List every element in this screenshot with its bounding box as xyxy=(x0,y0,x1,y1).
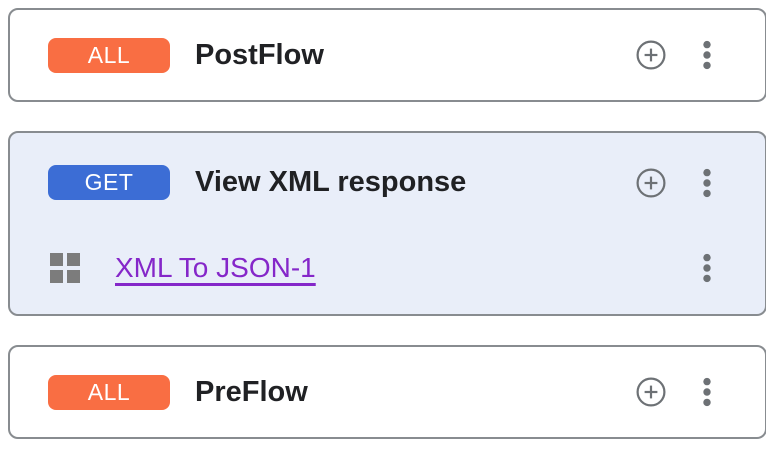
more-vert-icon xyxy=(692,377,722,407)
flow-menu-button[interactable] xyxy=(692,377,722,407)
flows-panel: ALL PostFlow xyxy=(8,8,766,439)
flow-title: PostFlow xyxy=(195,38,324,71)
more-vert-icon xyxy=(692,40,722,70)
method-badge: ALL xyxy=(48,374,170,410)
add-circle-icon xyxy=(636,40,666,70)
more-vert-icon xyxy=(692,253,722,283)
flow-menu-button[interactable] xyxy=(692,40,722,70)
method-badge: ALL xyxy=(48,37,170,73)
add-policy-button[interactable] xyxy=(636,168,666,198)
flow-title: PreFlow xyxy=(195,375,308,408)
flow-header: ALL PreFlow xyxy=(10,374,765,410)
add-policy-button[interactable] xyxy=(636,40,666,70)
more-vert-icon xyxy=(692,168,722,198)
grid-handle-icon[interactable] xyxy=(50,253,80,283)
flow-menu-button[interactable] xyxy=(692,168,722,198)
flow-title: View XML response xyxy=(195,166,467,198)
add-circle-icon xyxy=(636,168,666,198)
flow-card-preflow: ALL PreFlow xyxy=(8,345,766,439)
flow-header: ALL PostFlow xyxy=(10,37,765,73)
policy-row: XML To JSON-1 xyxy=(10,246,765,290)
add-circle-icon xyxy=(636,377,666,407)
policy-menu-button[interactable] xyxy=(692,253,722,283)
flow-card-view-xml-response[interactable]: GET View XML response xyxy=(8,131,766,316)
policy-link[interactable]: XML To JSON-1 xyxy=(115,252,316,283)
flow-card-postflow: ALL PostFlow xyxy=(8,8,766,102)
flow-header: GET View XML response xyxy=(10,165,765,200)
add-policy-button[interactable] xyxy=(636,377,666,407)
method-badge: GET xyxy=(48,165,170,200)
